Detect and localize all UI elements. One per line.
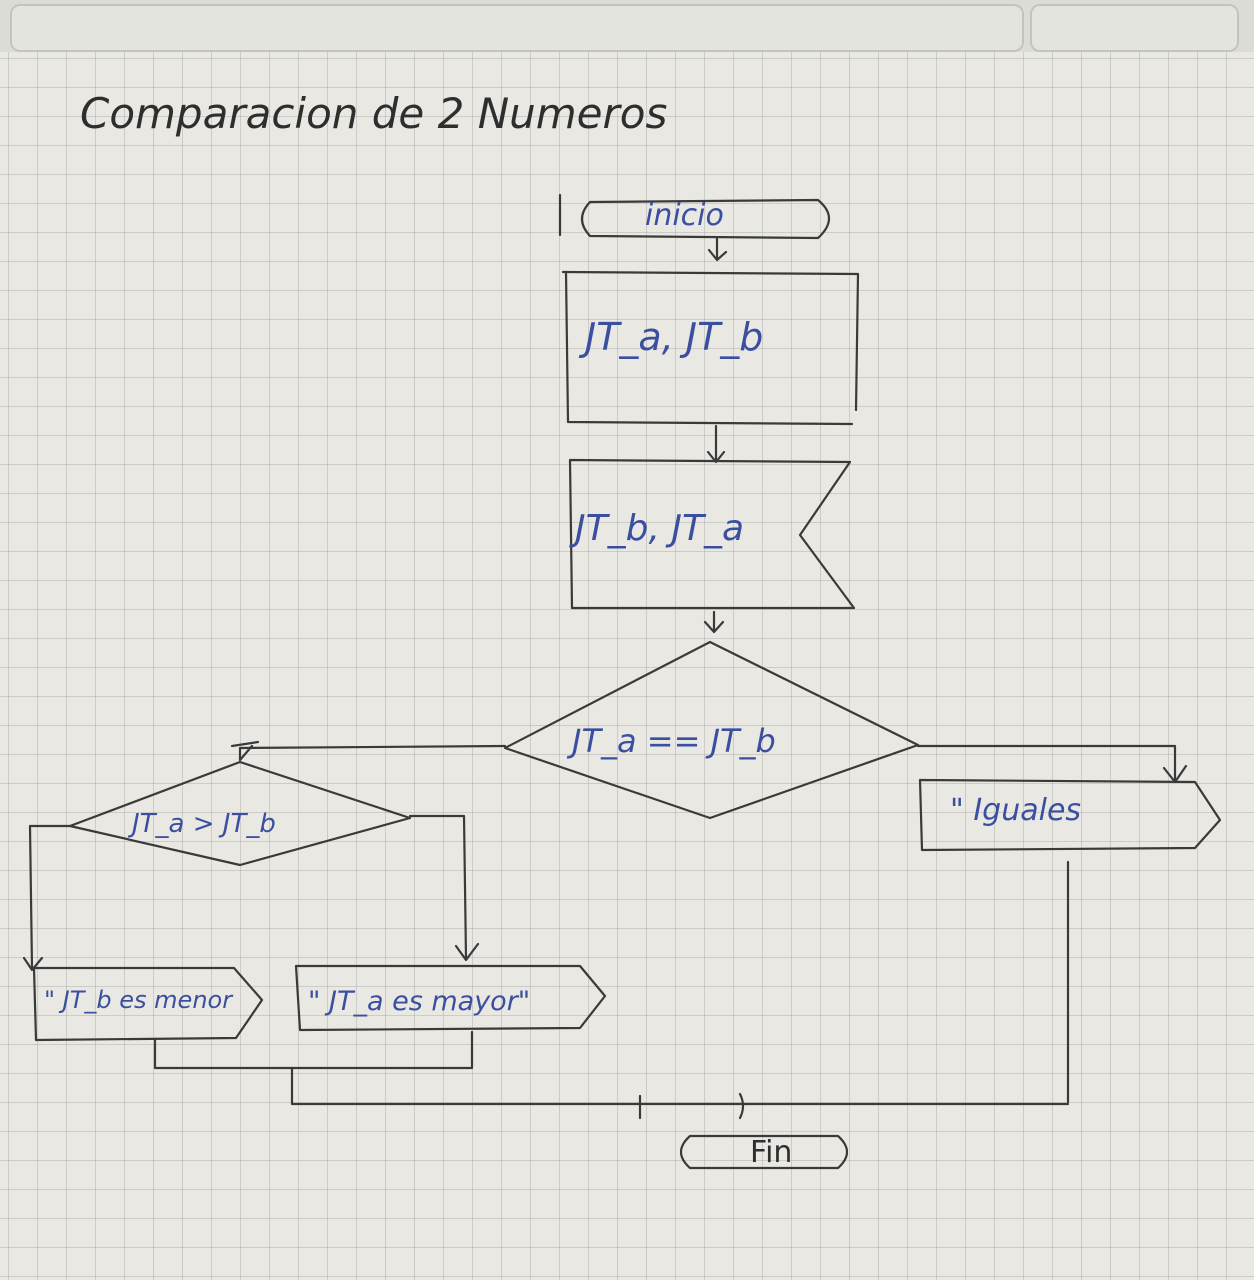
notebook-tab: [10, 4, 1024, 52]
connector-left: [22, 824, 72, 972]
input-label: JT_a, JT_b: [578, 315, 763, 359]
read-box: JT_b, JT_a: [568, 458, 856, 610]
end-terminal: Fin: [679, 1134, 849, 1170]
decision-greater-label: JT_a > JT_b: [127, 809, 276, 839]
diagram-title: Comparacion de 2 Numeros: [80, 89, 667, 138]
output-equal: " Iguales: [918, 778, 1222, 852]
arrow-down: [703, 610, 725, 634]
output-greater-label: " JT_a es mayor": [308, 986, 530, 1017]
connector-merge: [153, 1030, 474, 1070]
start-label: inicio: [645, 198, 724, 233]
input-box: JT_a, JT_b: [561, 270, 860, 426]
notebook-tab: [1030, 4, 1239, 52]
end-label: Fin: [750, 1135, 792, 1170]
output-equal-label: " Iguales: [950, 793, 1081, 828]
connector-yes: [916, 744, 1188, 784]
connector-no: [230, 740, 507, 762]
connector-end: [638, 1092, 745, 1120]
decision-equal: JT_a == JT_b: [503, 640, 920, 820]
decision-equal-label: JT_a == JT_b: [566, 722, 776, 760]
connector-right: [408, 814, 480, 962]
decision-greater: JT_a > JT_b: [68, 760, 412, 867]
notebook-binding: [0, 0, 1254, 52]
output-less-label: " JT_b es menor: [44, 986, 234, 1014]
output-greater: " JT_a es mayor": [294, 964, 607, 1032]
arrow-down: [706, 424, 726, 464]
output-less: " JT_b es menor: [32, 966, 264, 1042]
start-terminal: inicio: [558, 193, 831, 240]
connector-merge: [290, 1066, 1070, 1106]
read-label: JT_b, JT_a: [569, 508, 744, 549]
arrow-down: [707, 236, 728, 262]
